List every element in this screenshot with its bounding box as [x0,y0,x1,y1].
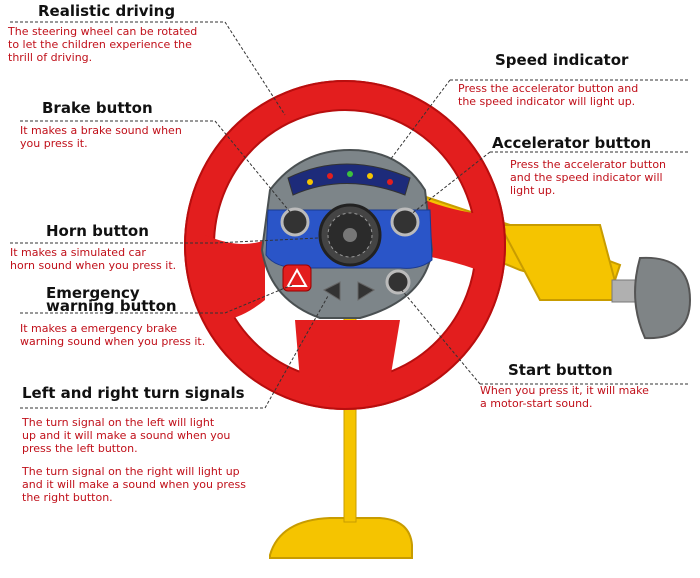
emergency-button-title: Emergency warning button [46,284,177,315]
left-turn-signal-icon [322,281,341,301]
wheel-rim [184,80,506,410]
accelerator-button-title: Accelerator button [492,134,652,152]
realistic-driving-desc: The steering wheel can be rotated to let… [8,25,198,64]
realistic-driving-title: Realistic driving [38,2,176,20]
start-button-icon [385,269,411,295]
wheel-spoke-bottom [295,320,400,388]
start-button-desc: When you press it, it will make a motor-… [480,384,649,410]
brake-button-icon [280,207,310,237]
turn-signals-title: Left and right turn signals [22,384,245,402]
leader-lines [10,21,690,409]
accelerator-button-desc: Press the accelerator button and the spe… [510,158,667,197]
emergency-button-icon [282,264,312,292]
turn-signals-desc-left: The turn signal on the left will light u… [22,416,231,455]
speed-indicator-panel [287,163,411,196]
wheel-spoke-left [205,235,265,320]
horn-button-desc: It makes a simulated car horn sound when… [10,246,177,272]
horn-button-title: Horn button [46,222,149,240]
speed-indicator-title: Speed indicator [495,51,629,69]
emergency-button-desc: It makes a emergency brake warning sound… [20,322,206,348]
accelerator-button-icon [390,207,420,237]
right-turn-signal-icon [357,281,376,301]
turn-signals-desc-right: The turn signal on the right will light … [22,465,246,504]
brake-button-title: Brake button [42,99,153,117]
wheel-spoke-right [420,200,485,270]
suction-cup-icon [634,256,692,340]
brake-button-desc: It makes a brake sound when you press it… [20,124,182,150]
stand-base [269,517,413,559]
speed-indicator-desc: Press the accelerator button and the spe… [458,82,639,108]
start-button-title: Start button [508,361,613,379]
